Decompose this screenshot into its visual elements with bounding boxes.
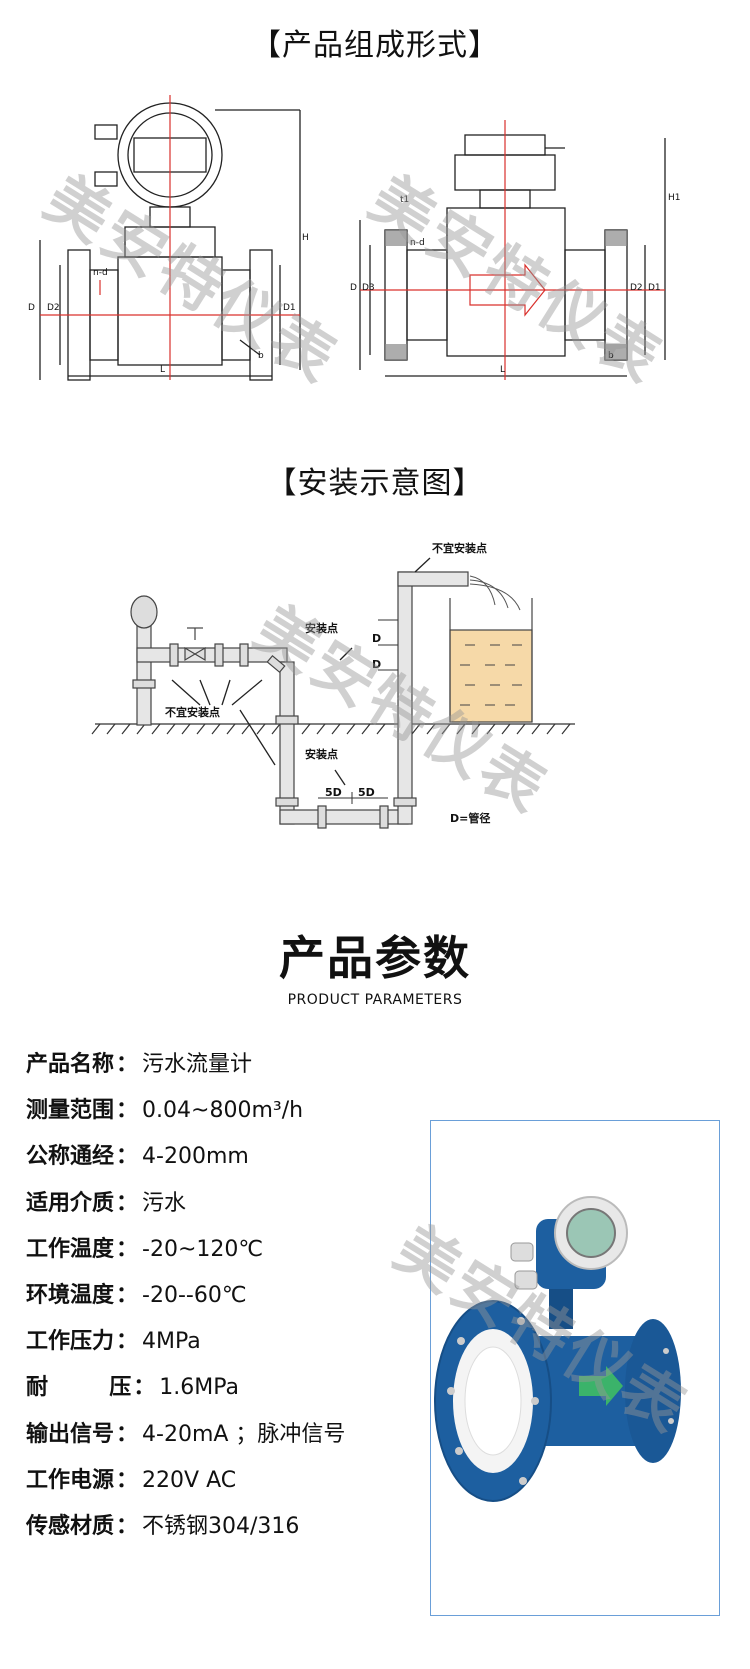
spec-colon: ： bbox=[116, 1098, 139, 1124]
composition-title: 【产品组成形式】 bbox=[251, 28, 499, 63]
dim-left-l: L bbox=[160, 365, 165, 375]
spec-colon: ： bbox=[116, 1144, 139, 1170]
spec-value: -20~120℃ bbox=[142, 1236, 264, 1262]
dim-left-h: H bbox=[302, 233, 309, 243]
spec-value: 0.04~800m³/h bbox=[142, 1098, 304, 1124]
params-subtitle: PRODUCT PARAMETERS bbox=[287, 992, 463, 1008]
label-install-point-1: 安装点 bbox=[305, 621, 338, 635]
spec-row: 输出信号：4-20mA ；脉冲信号 bbox=[26, 1412, 345, 1458]
dim-right-d1: D1 bbox=[648, 283, 661, 293]
dim-left-d: D bbox=[28, 303, 35, 313]
spec-colon: ： bbox=[116, 1513, 139, 1539]
label-no-install-top: 不宜安装点 bbox=[432, 541, 487, 555]
spec-value: 不锈钢304/316 bbox=[142, 1513, 300, 1539]
spec-value: 220V AC bbox=[142, 1467, 237, 1493]
spec-value: 污水 bbox=[142, 1190, 187, 1216]
spec-value: 4-20mA ；脉冲信号 bbox=[142, 1421, 346, 1447]
spec-key: 环境温度 bbox=[26, 1282, 115, 1308]
dim-right-l: L bbox=[500, 365, 505, 375]
spec-row: 工作温度：-20~120℃ bbox=[26, 1227, 345, 1273]
label-pipe-legend: D=管径 bbox=[450, 811, 490, 825]
spec-key: 工作压力 bbox=[26, 1329, 115, 1355]
spec-colon: ： bbox=[116, 1467, 139, 1493]
spec-key: 产品名称 bbox=[26, 1052, 115, 1077]
dim-right-d: D bbox=[350, 283, 357, 293]
dim-right-nd: n-d bbox=[410, 238, 425, 248]
composition-drawing: H D D2 D1 L n-d b H1 D D3 D bbox=[28, 95, 681, 381]
dim-right-d2: D2 bbox=[630, 283, 643, 293]
installation-title: 【安装示意图】 bbox=[266, 466, 484, 501]
spec-colon: ： bbox=[116, 1052, 139, 1077]
spec-colon: ： bbox=[116, 1236, 139, 1262]
spec-value: 污水流量计 bbox=[142, 1052, 253, 1077]
spec-key: 测量范围 bbox=[26, 1098, 115, 1124]
spec-key: 工作温度 bbox=[26, 1236, 115, 1262]
label-d-2: D bbox=[372, 658, 381, 671]
spec-value: 1.6MPa bbox=[159, 1375, 240, 1401]
label-5d-2: 5D bbox=[358, 786, 375, 799]
spec-key: 适用介质 bbox=[26, 1190, 115, 1216]
spec-row: 耐 压：1.6MPa bbox=[26, 1365, 345, 1411]
spec-colon: ： bbox=[133, 1375, 156, 1401]
label-5d-1: 5D bbox=[325, 786, 342, 799]
dim-right-d3: D3 bbox=[362, 283, 375, 293]
spec-colon: ： bbox=[116, 1329, 139, 1355]
product-photo bbox=[434, 1196, 681, 1502]
label-install-point-2: 安装点 bbox=[305, 747, 338, 761]
installation-diagram: 不宜安装点 安装点 安装点 不宜安装点 D D 5D 5D D=管径 bbox=[91, 541, 575, 829]
dim-right-h1: H1 bbox=[668, 193, 681, 203]
spec-row: 工作压力：4MPa bbox=[26, 1319, 345, 1365]
label-no-install-left: 不宜安装点 bbox=[165, 705, 220, 719]
spec-row: 产品名称：污水流量计 bbox=[26, 1042, 345, 1088]
spec-row: 公称通经：4-200mm bbox=[26, 1134, 345, 1180]
dim-right-b: b bbox=[608, 351, 614, 361]
spec-key: 耐 压 bbox=[26, 1375, 132, 1401]
spec-value: -20--60℃ bbox=[142, 1282, 247, 1308]
spec-row: 传感材质：不锈钢304/316 bbox=[26, 1504, 345, 1550]
spec-colon: ： bbox=[116, 1282, 139, 1308]
spec-key: 输出信号 bbox=[26, 1421, 115, 1447]
spec-key: 工作电源 bbox=[26, 1467, 115, 1493]
spec-row: 测量范围：0.04~800m³/h bbox=[26, 1088, 345, 1134]
spec-value: 4MPa bbox=[142, 1329, 201, 1355]
spec-row: 适用介质：污水 bbox=[26, 1181, 345, 1227]
product-photo-frame bbox=[430, 1120, 720, 1616]
spec-colon: ： bbox=[116, 1421, 139, 1447]
spec-key: 传感材质 bbox=[26, 1513, 115, 1539]
spec-colon: ： bbox=[116, 1190, 139, 1216]
dim-left-d2: D2 bbox=[47, 303, 60, 313]
dim-left-b: b bbox=[258, 351, 264, 361]
params-title: 产品参数 bbox=[279, 931, 471, 985]
dim-right-t1: t1 bbox=[400, 195, 409, 205]
spec-row: 环境温度：-20--60℃ bbox=[26, 1273, 345, 1319]
spec-value: 4-200mm bbox=[142, 1144, 249, 1170]
dim-left-d1: D1 bbox=[283, 303, 296, 313]
spec-key: 公称通经 bbox=[26, 1144, 115, 1170]
dim-left-nd: n-d bbox=[93, 268, 108, 278]
label-d-1: D bbox=[372, 632, 381, 645]
spec-row: 工作电源：220V AC bbox=[26, 1458, 345, 1504]
